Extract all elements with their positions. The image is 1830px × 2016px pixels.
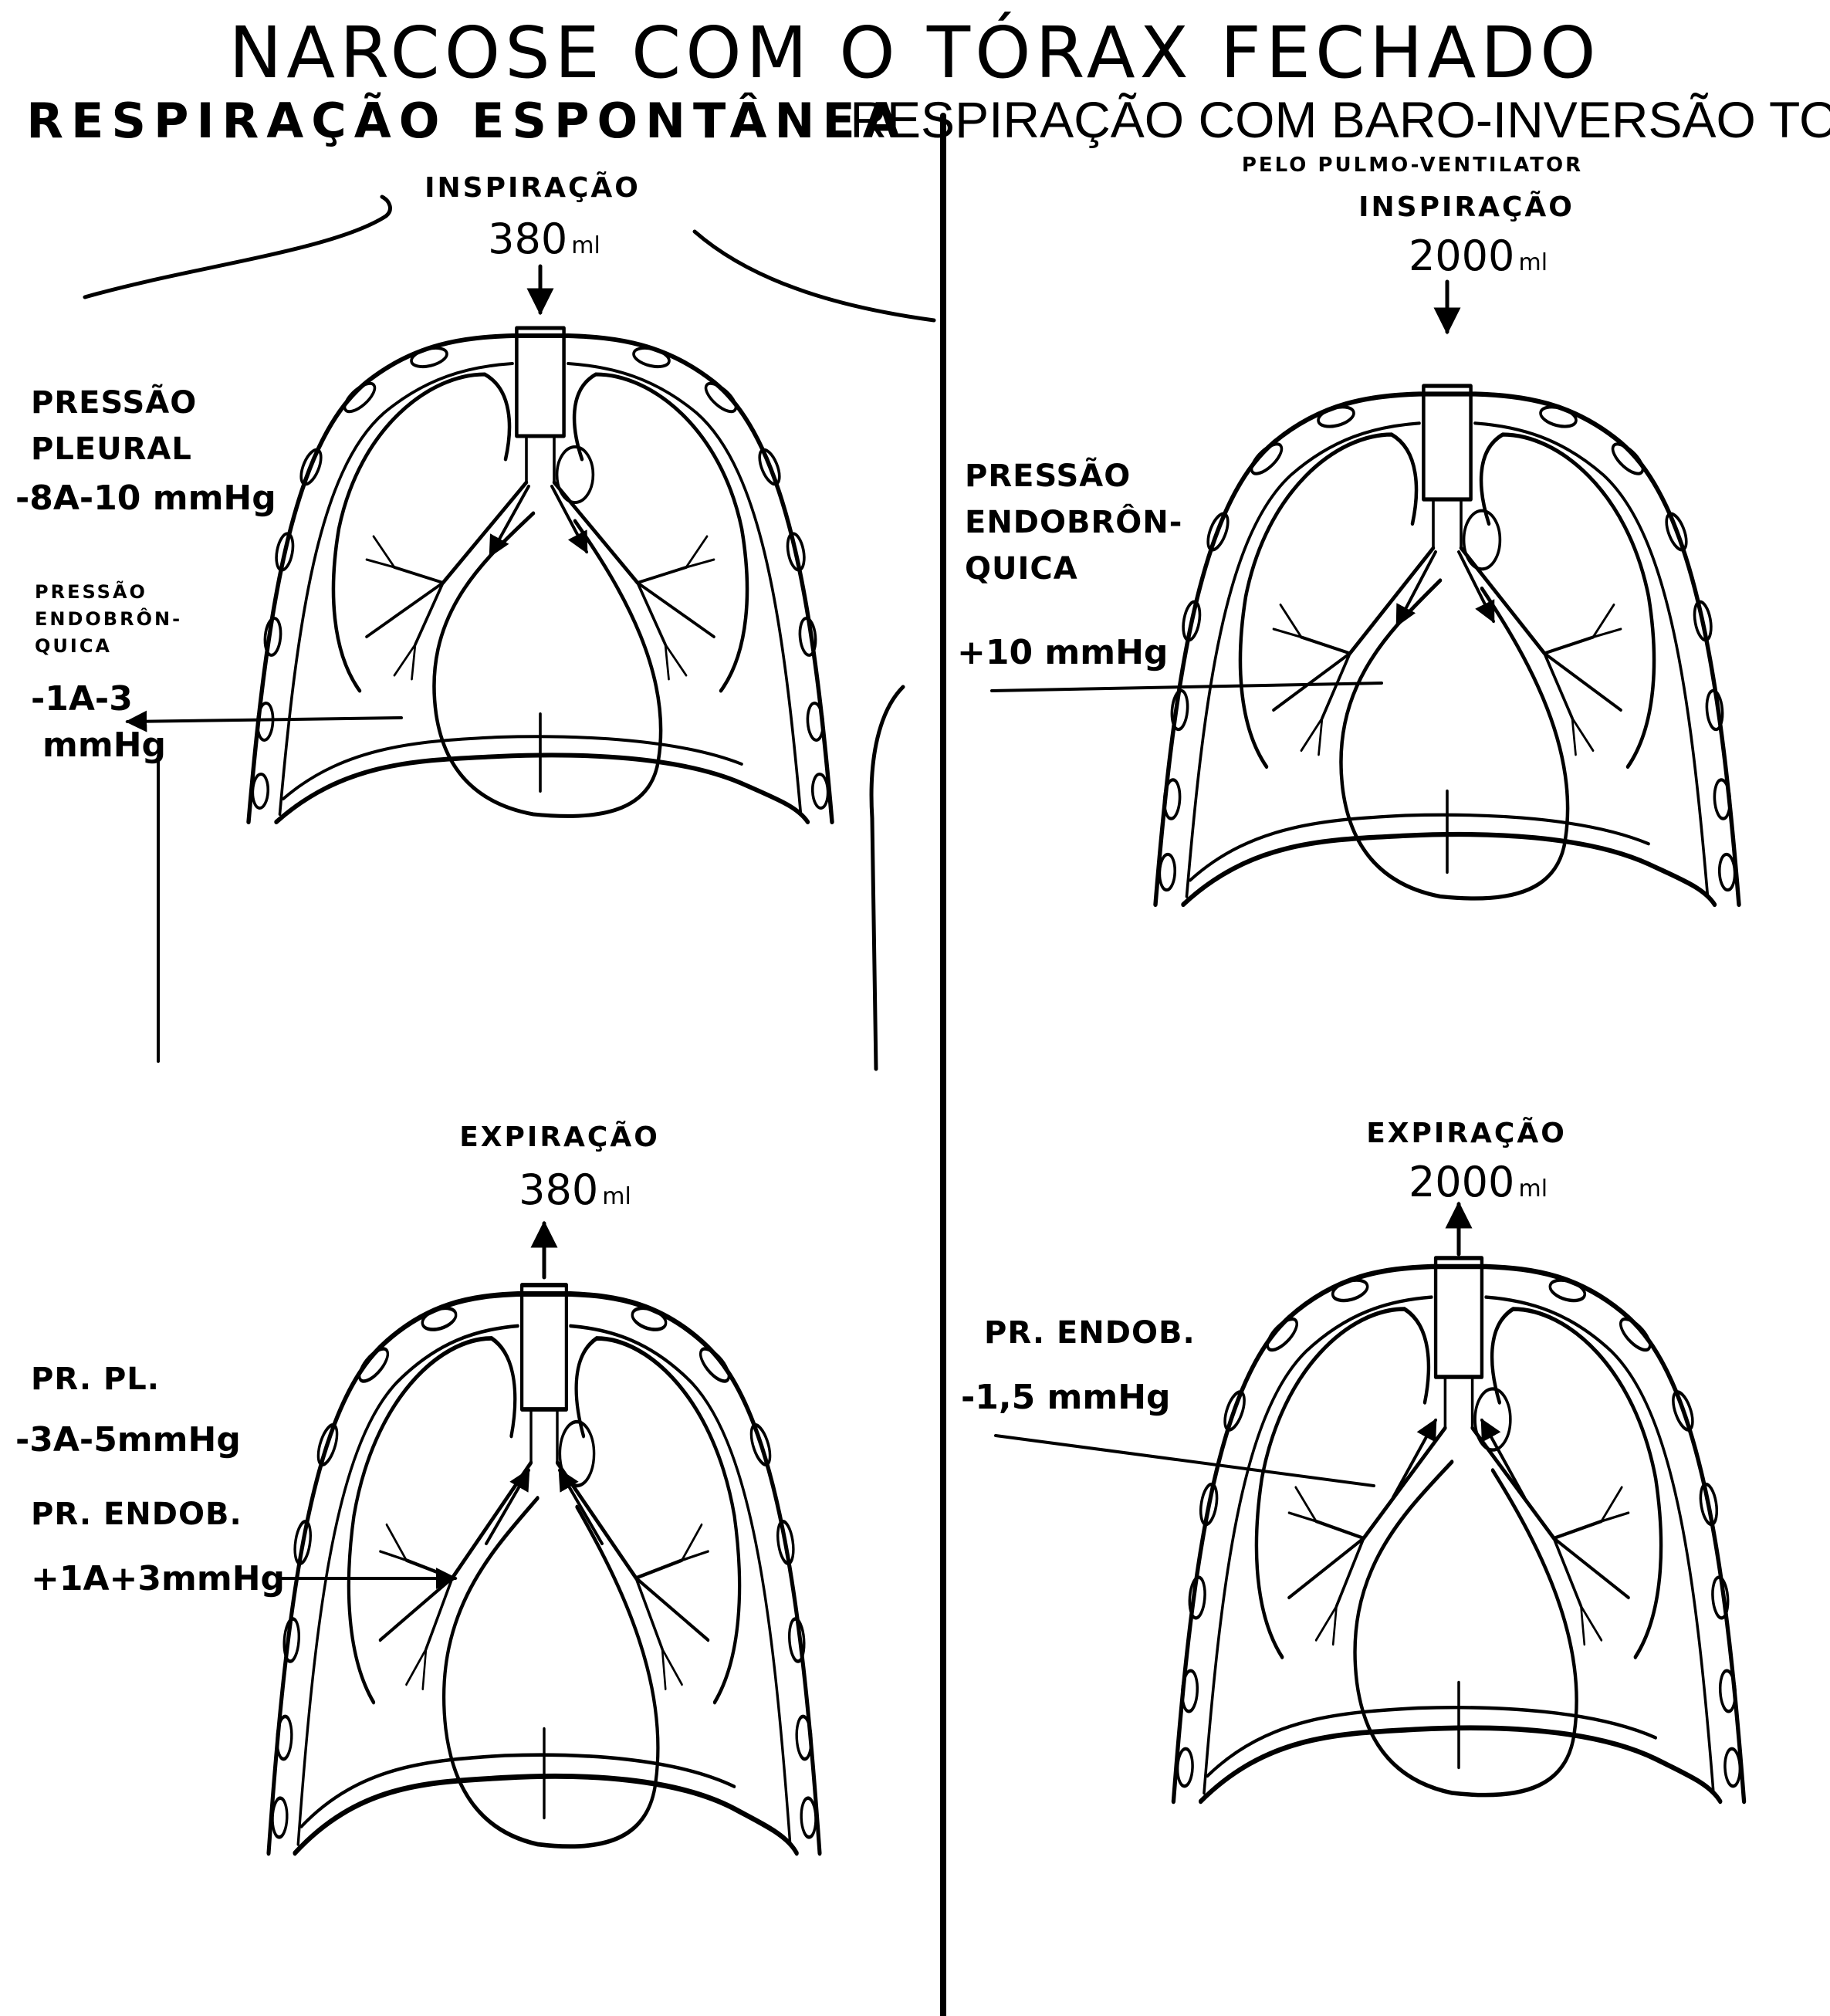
phase-label: EXPIRAÇÃO xyxy=(1366,1117,1567,1149)
pointer-line xyxy=(996,1436,1374,1486)
volume-label: 380 ml xyxy=(488,215,600,263)
thorax-illustration xyxy=(1173,1258,1744,1801)
left-column-heading: RESPIRAÇÃO ESPONTÂNEA xyxy=(26,93,907,149)
endobronchial-pressure-value: +1A+3mmHg xyxy=(31,1559,285,1598)
endobronchial-pressure-label-line1: PRESSÃO xyxy=(35,580,147,603)
endobronchial-pressure-label-line3: QUICA xyxy=(35,635,112,657)
endobronchial-pressure-label-line3: QUICA xyxy=(965,551,1078,587)
endobronchial-pressure-value-line1: -1A-3 xyxy=(31,679,133,719)
endobronchial-pressure-label: PR. ENDOB. xyxy=(984,1315,1196,1351)
panel-right-expiration: EXPIRAÇÃO 2000 ml PR. ENDOB. -1,5 mmHg xyxy=(961,1117,1744,1801)
endobronchial-pressure-value-line2: mmHg xyxy=(42,726,166,765)
endobronchial-pressure-label: PR. ENDOB. xyxy=(31,1497,242,1532)
pleural-pressure-value: -3A-5mmHg xyxy=(15,1420,241,1460)
panel-left-inspiration: INSPIRAÇÃO 380 ml PRESSÃO PLEURAL -8A-10… xyxy=(15,171,832,1061)
body-outline-right xyxy=(871,687,903,1069)
volume-label: 380 ml xyxy=(519,1165,631,1214)
right-column-heading: RESPIRAÇÃO COM BARO-INVERSÃO TOTAL xyxy=(850,91,1830,148)
endobronchial-pressure-label-line1: PRESSÃO xyxy=(965,456,1131,494)
endobronchial-pressure-label-line2: ENDOBRÔN- xyxy=(965,503,1182,540)
pleural-pressure-value: -8A-10 mmHg xyxy=(15,479,276,518)
thorax-illustration xyxy=(269,1285,820,1853)
endobronchial-pressure-value: +10 mmHg xyxy=(957,633,1168,672)
panel-left-expiration: EXPIRAÇÃO 380 ml PR. PL. -3A-5mmHg PR. E… xyxy=(15,1121,820,1853)
diagram-title: NARCOSE COM O TÓRAX FECHADO xyxy=(228,10,1600,94)
endobronchial-pressure-label-line2: ENDOBRÔN- xyxy=(35,607,182,630)
endobronchial-pressure-value: -1,5 mmHg xyxy=(961,1378,1171,1417)
pleural-pressure-label-line1: PRESSÃO xyxy=(31,383,197,421)
pointer-line xyxy=(127,718,401,722)
thorax-illustration xyxy=(1155,386,1739,905)
panel-right-inspiration: INSPIRAÇÃO 2000 ml PRESSÃO ENDOBRÔN- QUI… xyxy=(957,191,1739,905)
thorax-illustration xyxy=(249,328,832,822)
phase-label: INSPIRAÇÃO xyxy=(1358,191,1575,223)
phase-label: INSPIRAÇÃO xyxy=(425,171,641,204)
phase-label: EXPIRAÇÃO xyxy=(459,1121,660,1153)
volume-label: 2000 ml xyxy=(1409,1158,1548,1206)
pointer-line xyxy=(992,683,1382,691)
pleural-pressure-label: PR. PL. xyxy=(31,1361,160,1397)
volume-label: 2000 ml xyxy=(1409,232,1548,280)
shoulder-outline-left xyxy=(85,197,390,297)
pleural-pressure-label-line2: PLEURAL xyxy=(31,431,192,467)
shoulder-outline-right xyxy=(695,232,934,320)
right-column-subheading: PELO PULMO-VENTILATOR xyxy=(1242,154,1583,177)
